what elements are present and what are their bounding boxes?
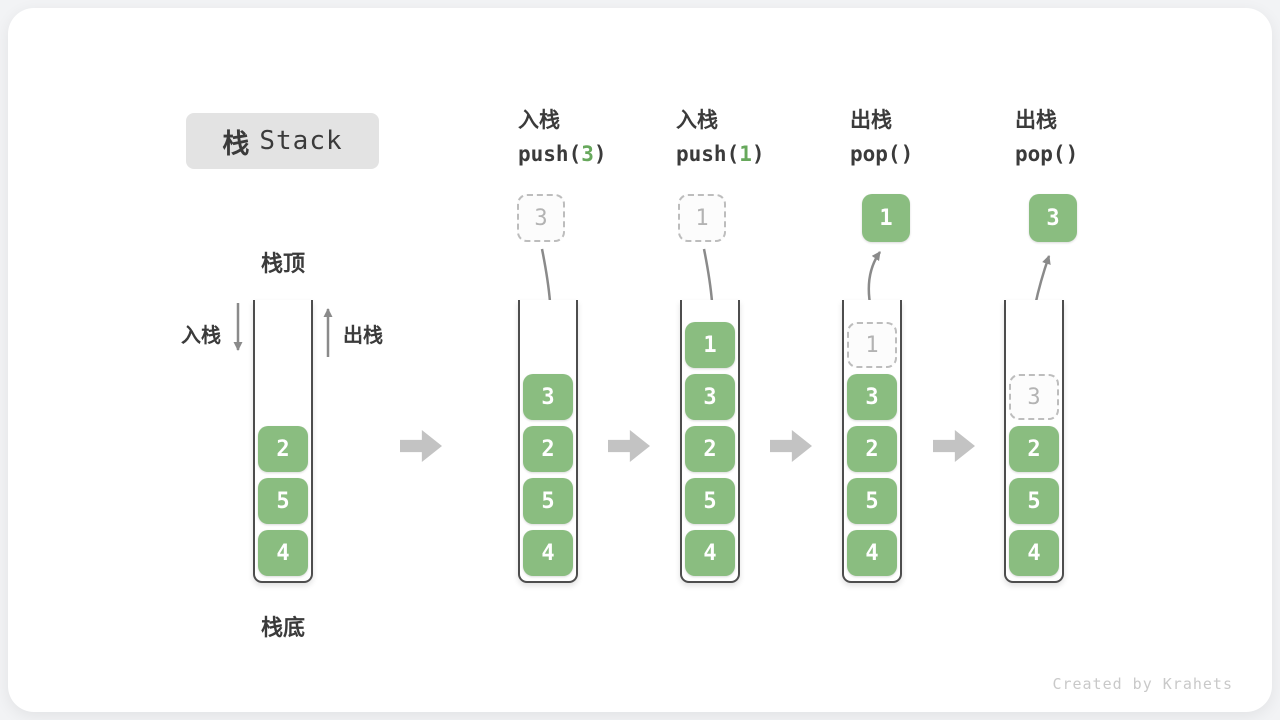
stack-cell: 1 [685,322,735,368]
op-label: 入栈 [676,109,718,132]
title-zh: 栈 [222,128,250,159]
stack-cell: 3 [523,374,573,420]
stack-container-after-push-1: 1 3 2 5 4 [680,300,740,583]
stack-cell: 5 [1009,478,1059,524]
stack-cell: 2 [1009,426,1059,472]
stack-cell: 3 [847,374,897,420]
stack-cell: 2 [685,426,735,472]
op-code-arg: 1 [739,142,752,166]
stack-cell: 4 [685,530,735,576]
title-en: Stack [259,126,343,156]
op-label: 出栈 [1015,109,1057,132]
op-code-pre: push( [676,142,740,166]
stack-cell-ghost: 3 [1009,374,1059,420]
stack-container-after-push-3: 3 2 5 4 [518,300,578,583]
stack-cell: 2 [523,426,573,472]
stack-cell: 2 [847,426,897,472]
op-label: 出栈 [850,109,892,132]
op-code: push(1) [676,142,765,166]
op-header-pop-3: 出栈 pop() [1015,104,1078,166]
op-code: push(3) [518,142,607,166]
op-code-pre: pop( [1015,142,1066,166]
op-code: pop() [1015,142,1078,166]
op-code-post: ) [593,142,607,166]
floating-cell-push-3: 3 [517,194,565,242]
floating-cell-push-1: 1 [678,194,726,242]
watermark-credit: Created by Krahets [1052,675,1233,693]
stack-top-label: 栈顶 [261,251,306,276]
floating-cell-popped-3: 3 [1029,194,1077,242]
op-code-pre: pop( [850,142,901,166]
stack-cell: 4 [847,530,897,576]
op-label: 入栈 [518,109,560,132]
stack-cell: 5 [258,478,308,524]
op-header-pop-1: 出栈 pop() [850,104,913,166]
stack-cell: 5 [523,478,573,524]
op-code-arg: 3 [581,142,594,166]
stack-cell-ghost: 1 [847,322,897,368]
stack-bottom-label: 栈底 [261,615,306,640]
op-code-post: ) [900,142,914,166]
stack-cell: 4 [258,530,308,576]
op-header-push-1: 入栈 push(1) [676,104,765,166]
push-side-label: 入栈 [181,325,221,347]
diagram-title: 栈 Stack [186,113,379,169]
op-code: pop() [850,142,913,166]
op-code-post: ) [751,142,765,166]
stack-cell: 5 [685,478,735,524]
stack-container-initial: 2 5 4 [253,300,313,583]
stack-container-after-pop-1: 1 3 2 5 4 [842,300,902,583]
op-code-post: ) [1065,142,1079,166]
stack-cell: 3 [685,374,735,420]
stack-cell: 2 [258,426,308,472]
pop-side-label: 出栈 [343,325,383,347]
op-header-push-3: 入栈 push(3) [518,104,607,166]
floating-cell-popped-1: 1 [862,194,910,242]
stack-cell: 4 [523,530,573,576]
stack-cell: 5 [847,478,897,524]
op-code-pre: push( [518,142,582,166]
stack-container-after-pop-3: 3 2 5 4 [1004,300,1064,583]
stack-cell: 4 [1009,530,1059,576]
